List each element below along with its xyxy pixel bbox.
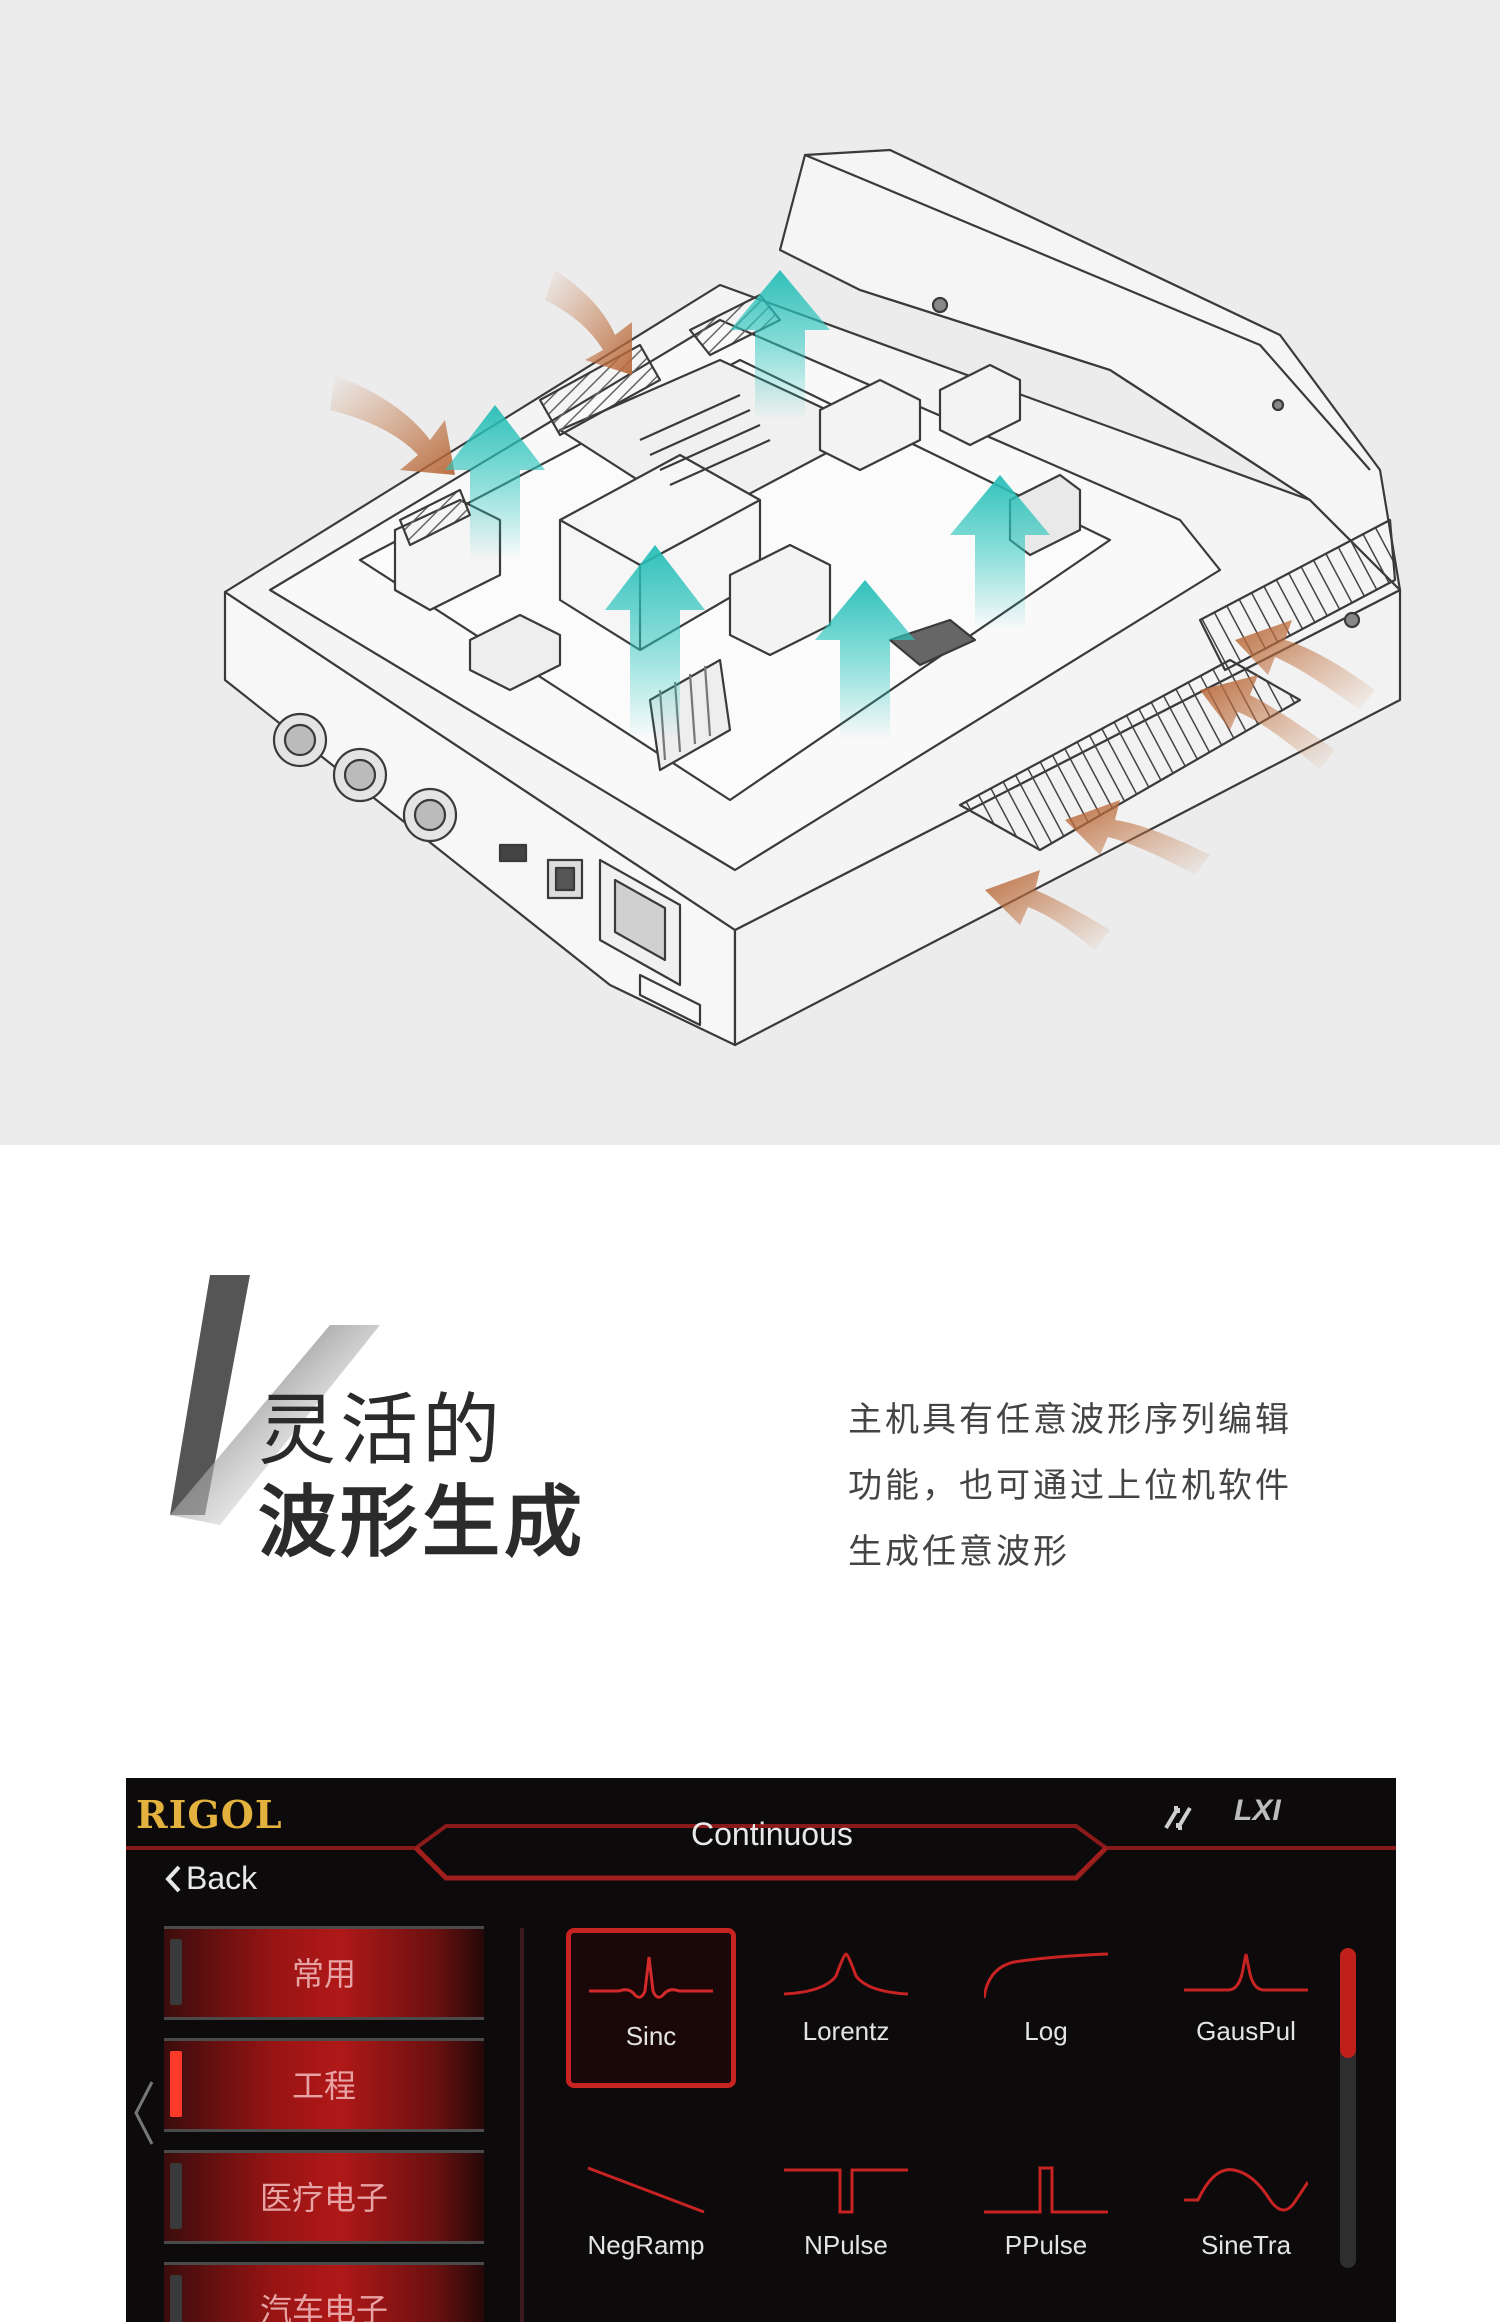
waveform-item[interactable]: Lorentz: [766, 1928, 926, 2078]
waveform-label: Lorentz: [802, 2016, 890, 2046]
category-label: 常用: [291, 1955, 356, 1993]
brand-logo: RIGOL: [136, 1792, 283, 1837]
waveform-label: Log: [1024, 2016, 1068, 2046]
category-item[interactable]: 常用: [164, 1926, 484, 2020]
feature-description-line: 功能，也可通过上位机软件: [848, 1466, 1292, 1506]
sinc-wave-icon: [589, 1956, 713, 1999]
waveform-item[interactable]: NegRamp: [566, 2142, 726, 2292]
device-cutaway-drawing: [223, 148, 1402, 1047]
feature-section: 灵活的 波形生成 主机具有任意波形序列编辑 功能，也可通过上位机软件 生成任意波…: [0, 1145, 1500, 1775]
waveform-label: NegRamp: [587, 2230, 705, 2260]
waveform-label: GausPul: [1196, 2016, 1296, 2046]
category-list: 常用 工程 医疗电子 汽车电子: [164, 1926, 484, 2322]
sinetra-wave-icon: [1184, 2168, 1308, 2212]
usb-transfer-icon: [1164, 1806, 1192, 1830]
feature-title-line2: 波形生成: [258, 1478, 587, 1568]
waveform-item[interactable]: GausPul: [1166, 1928, 1326, 2078]
ppulse-wave-icon: [984, 2166, 1108, 2214]
npulse-wave-icon: [784, 2168, 908, 2214]
waveform-item[interactable]: NPulse: [766, 2142, 926, 2292]
log-wave-icon: [984, 1952, 1108, 1999]
feature-title: 灵活的 波形生成: [258, 1385, 586, 1569]
feature-description-line: 生成任意波形: [848, 1532, 1070, 1572]
waveform-label: Sinc: [625, 2021, 677, 2051]
category-label: 汽车电子: [259, 2291, 388, 2322]
back-button[interactable]: Back: [164, 1860, 257, 1897]
waveform-label: SineTra: [1200, 2230, 1292, 2260]
chevron-left-icon: [165, 1865, 181, 1892]
gauspul-wave-icon: [1184, 1953, 1308, 1992]
feature-description: 主机具有任意波形序列编辑 功能，也可通过上位机软件 生成任意波形: [848, 1387, 1348, 1585]
waveform-label: PPulse: [1004, 2230, 1088, 2260]
waveform-item-selected[interactable]: Sinc: [566, 1928, 736, 2088]
header-frame: [126, 1824, 1396, 1881]
category-label: 医疗电子: [259, 2179, 388, 2217]
mode-title: Continuous: [691, 1816, 853, 1852]
feature-title-line1: 灵活的: [258, 1386, 505, 1476]
lxi-icon: LXI: [1234, 1794, 1281, 1827]
waveform-label: NPulse: [804, 2230, 888, 2260]
back-label: Back: [186, 1860, 258, 1896]
category-item[interactable]: 医疗电子: [164, 2150, 484, 2244]
category-label: 工程: [291, 2067, 356, 2105]
instrument-screen: RIGOL Continuous LXI Back 常用 工程 医疗电子 汽车电…: [126, 1778, 1396, 2322]
section-number-graphic: [170, 1275, 380, 1525]
waveform-item[interactable]: SineTra: [1166, 2142, 1326, 2292]
category-item[interactable]: 汽车电子: [164, 2262, 484, 2322]
panel-divider: [520, 1928, 524, 2322]
negramp-wave-icon: [587, 2166, 705, 2214]
waveform-item[interactable]: PPulse: [966, 2142, 1126, 2292]
chevron-left-icon[interactable]: [130, 2078, 156, 2148]
waveform-item[interactable]: Log: [966, 1928, 1126, 2078]
category-item-active[interactable]: 工程: [164, 2038, 484, 2132]
feature-description-line: 主机具有任意波形序列编辑: [848, 1400, 1292, 1440]
lorentz-wave-icon: [784, 1952, 908, 1996]
scrollbar-thumb[interactable]: [1340, 1948, 1356, 2058]
device-airflow-illustration: [0, 0, 1500, 1145]
waveform-scrollbar[interactable]: [1340, 1948, 1356, 2268]
